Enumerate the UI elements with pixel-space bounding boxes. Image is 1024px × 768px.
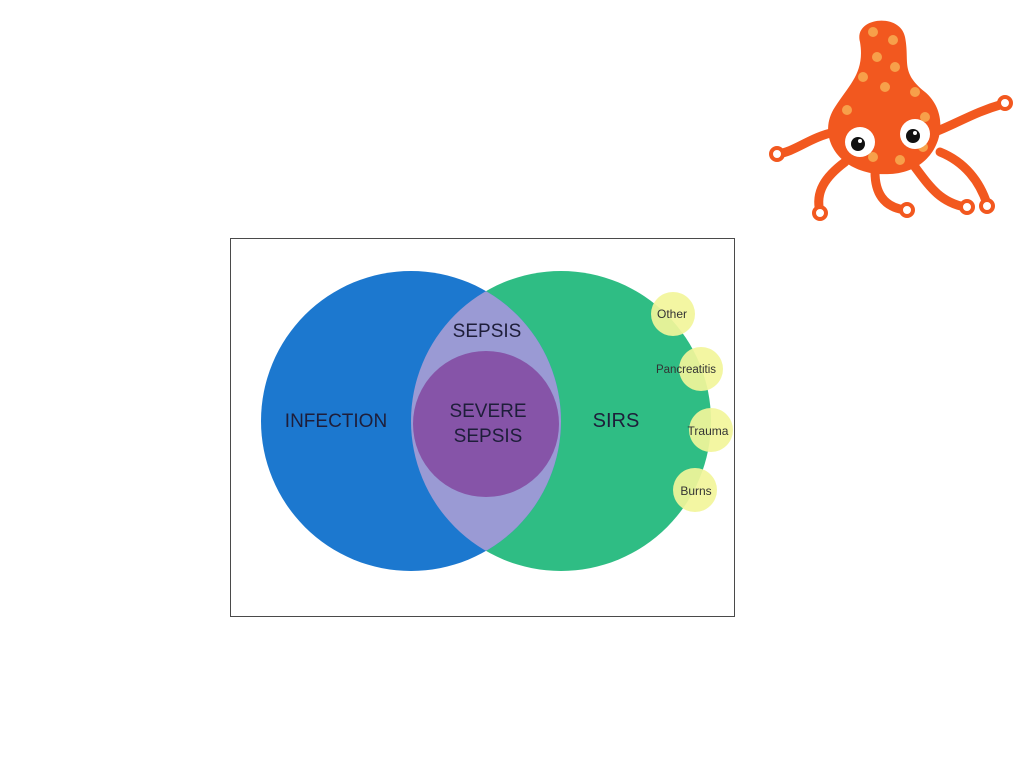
sepsis-venn-diagram: INFECTION SIRS SEPSIS SEVERE SEPSIS Othe… [230,238,735,617]
cause-label-other: Other [657,307,687,321]
cause-circle-other [651,292,695,336]
severe-sepsis-label-line2: SEPSIS [454,426,523,447]
severe-sepsis-label-line1: SEVERE [449,401,526,422]
severe-sepsis-circle [413,351,559,497]
cause-circle-burns [673,468,717,512]
sirs-label: SIRS [593,410,640,432]
infection-label: INFECTION [285,411,387,432]
cause-circle-pancreatitis [679,347,723,391]
sepsis-label: SEPSIS [453,321,522,342]
cause-label-pancreatitis: Pancreatitis [656,364,716,376]
cause-label-trauma: Trauma [688,424,729,438]
venn-diagram-svg: INFECTION SIRS SEPSIS SEVERE SEPSIS Othe… [261,271,733,571]
cause-label-burns: Burns [680,484,711,498]
cause-circle-trauma [689,408,733,452]
orange-bacterium-mascot-icon [769,20,1013,221]
